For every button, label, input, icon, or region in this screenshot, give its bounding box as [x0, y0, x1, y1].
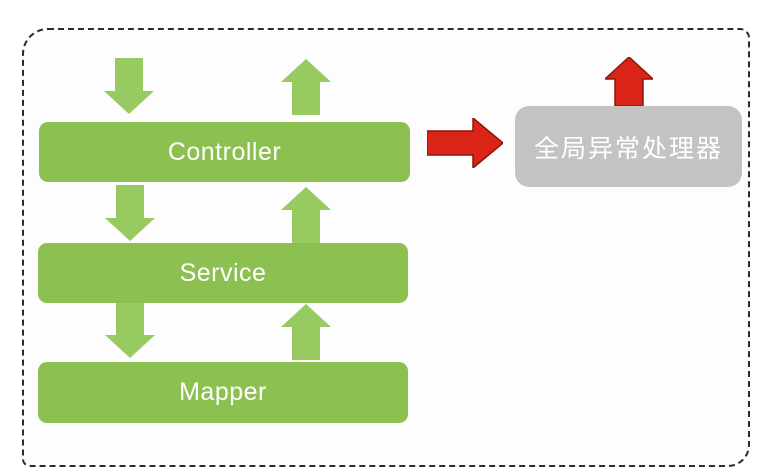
down-arrow-icon [104, 58, 154, 114]
mapper-layer-box: Mapper [38, 362, 408, 423]
global-exception-handler-box: 全局异常处理器 [515, 106, 742, 187]
global-exception-handler-label: 全局异常处理器 [533, 134, 723, 163]
up-arrow-icon [281, 304, 331, 360]
controller-layer-box: Controller [39, 122, 410, 182]
service-layer-label: Service [179, 258, 267, 287]
up-arrow-icon [605, 57, 653, 106]
right-arrow-icon [427, 118, 503, 168]
controller-layer-label: Controller [167, 137, 282, 166]
down-arrow-icon [105, 302, 155, 358]
up-arrow-icon [281, 59, 331, 115]
mapper-layer-label: Mapper [179, 378, 267, 406]
up-arrow-icon [281, 187, 331, 243]
down-arrow-icon [105, 185, 155, 241]
service-layer-box: Service [38, 243, 408, 303]
